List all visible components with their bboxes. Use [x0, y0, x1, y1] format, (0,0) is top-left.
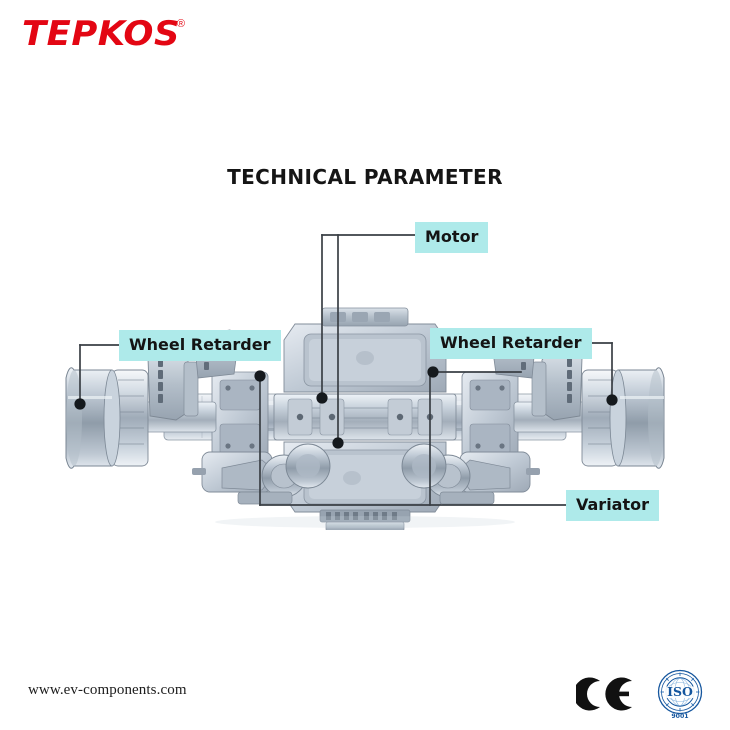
- website-url: www.ev-components.com: [28, 682, 187, 698]
- drive-axle-illustration: [65, 307, 665, 530]
- callout-label-variator[interactable]: Variator: [566, 490, 660, 521]
- brand-name: TEPKOS: [22, 14, 180, 54]
- brand-logo: TEPKOS ®: [22, 17, 185, 51]
- callout-label-wheel-retarder-left[interactable]: Wheel Retarder: [119, 330, 281, 361]
- iso-9001-seal-icon: ISO 9001: [657, 669, 703, 720]
- iso-wordmark: ISO: [667, 684, 693, 699]
- callout-label-wheel-retarder-right[interactable]: Wheel Retarder: [430, 328, 592, 359]
- callout-label-motor[interactable]: Motor: [415, 222, 489, 253]
- registered-trademark-icon: ®: [176, 18, 186, 30]
- certification-marks: ISO 9001: [576, 666, 708, 722]
- iso-standard-number: 9001: [671, 713, 688, 720]
- page-title: TECHNICAL PARAMETER: [227, 165, 503, 189]
- ce-mark-icon: [576, 677, 632, 711]
